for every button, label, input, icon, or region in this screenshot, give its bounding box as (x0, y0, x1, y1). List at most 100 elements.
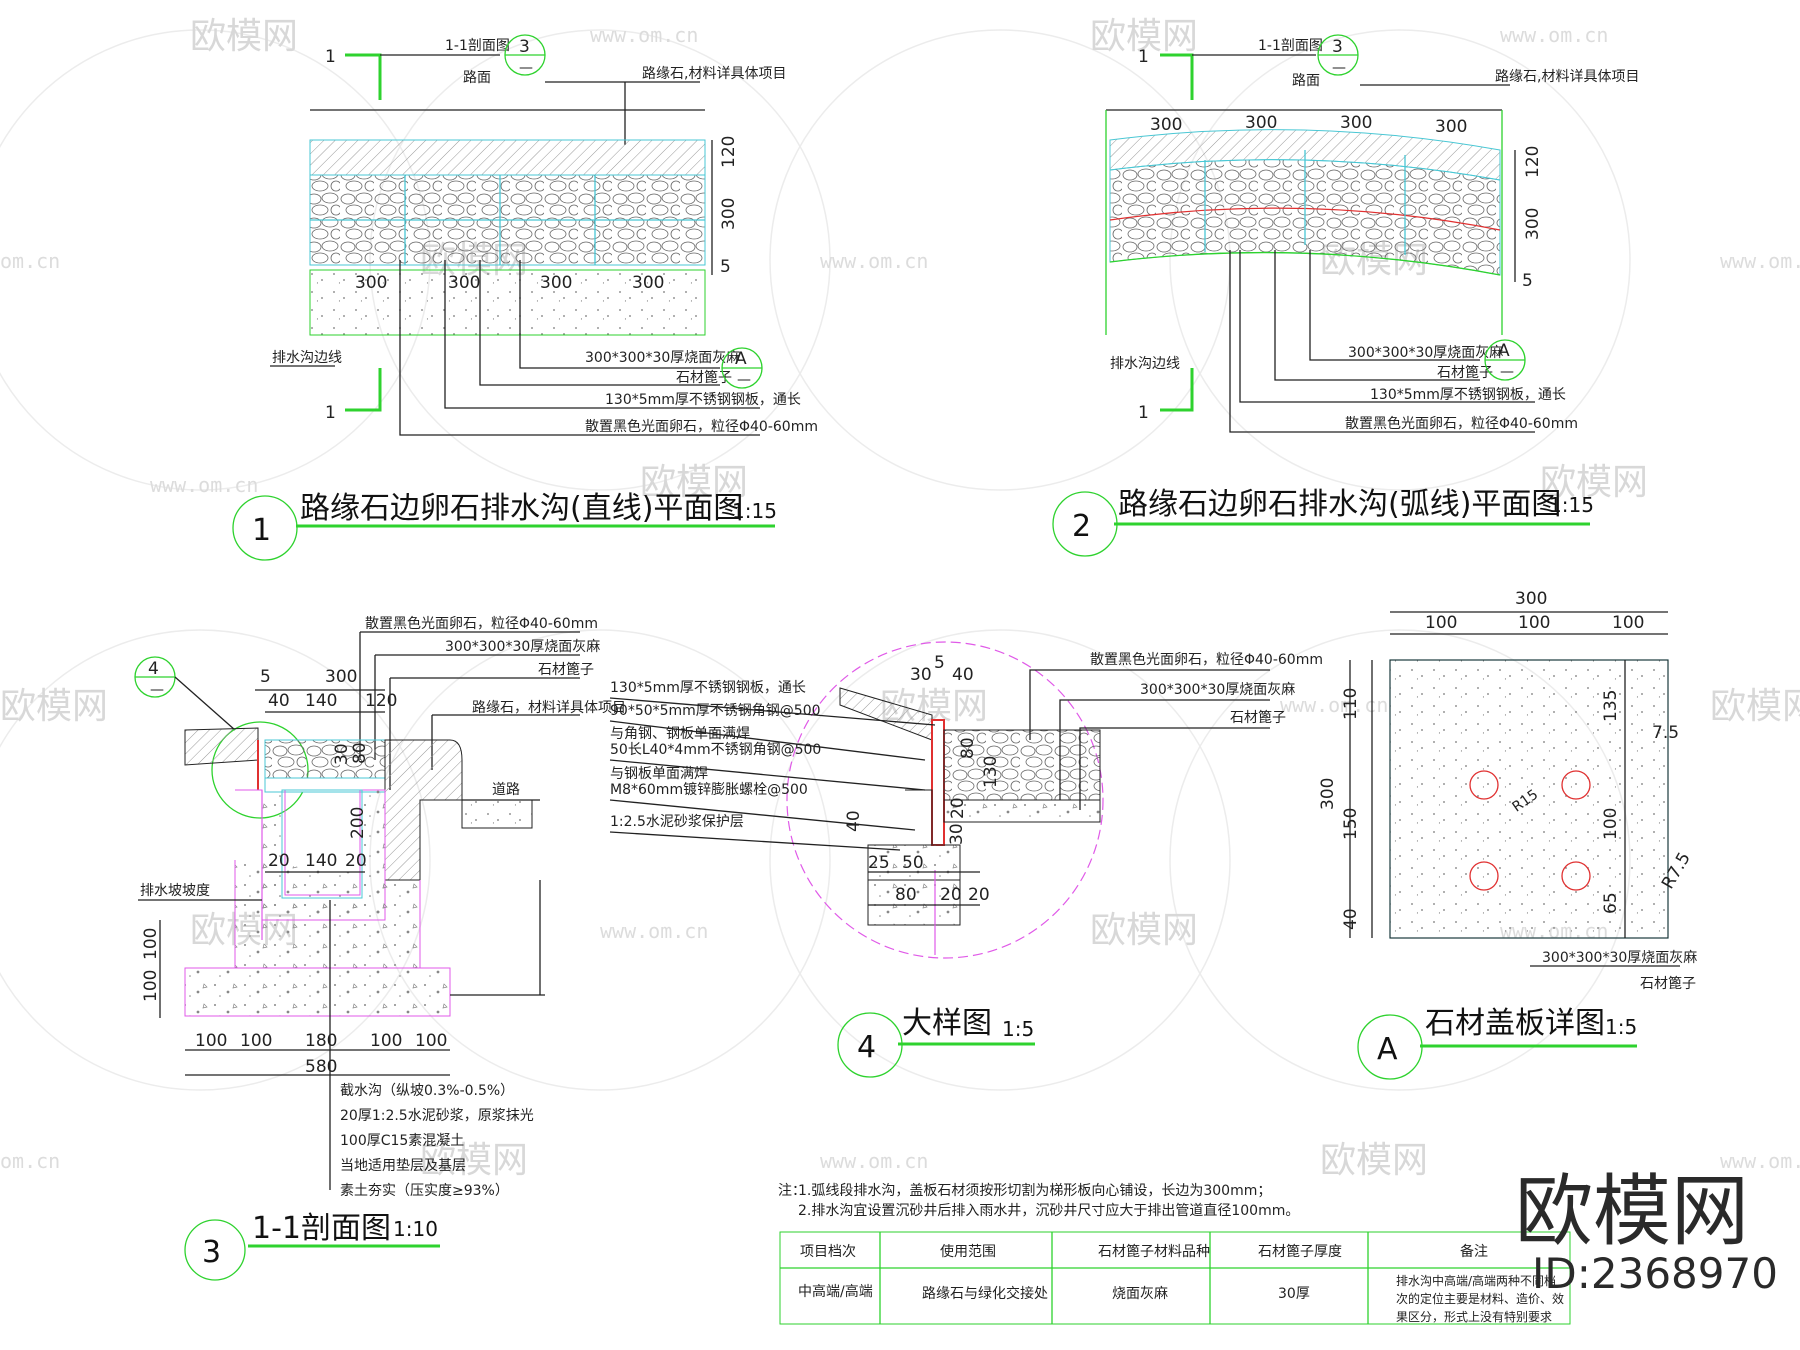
dim-100: 100 (415, 1031, 447, 1051)
watermark-brand: 欧模网 (1090, 16, 1198, 57)
watermark-brand: 欧模网 (1710, 686, 1800, 727)
callout-steel-plate: 130*5mm厚不锈钢钢板，通长 (1370, 387, 1566, 403)
dim-130: 130 (981, 756, 1001, 788)
dim-120: 120 (1523, 146, 1543, 178)
callout-pebbles: 散置黑色光面卵石，粒径Φ40-60mm (365, 615, 598, 632)
dim-30: 30 (910, 665, 932, 685)
dim-300: 300 (355, 273, 387, 293)
drawing-number: 4 (857, 1030, 876, 1065)
callout-pebbles: 散置黑色光面卵石，粒径Φ40-60mm (1090, 651, 1323, 668)
layer-mortar: 20厚1:2.5水泥砂浆，原浆抹光 (340, 1108, 534, 1124)
table-cell: 路缘石与绿化交接处 (922, 1285, 1048, 1302)
dim-40: 40 (1341, 908, 1361, 930)
watermark-url: www.om.cn (590, 23, 698, 47)
dim-100: 100 (1518, 613, 1550, 633)
watermark-url: www.om.cn (820, 1149, 928, 1173)
callout-pebbles: 散置黑色光面卵石，粒径Φ40-60mm (585, 418, 818, 435)
dim-300: 300 (540, 273, 572, 293)
callout-steel-plate: 130*5mm厚不锈钢钢板，通长 (605, 392, 801, 408)
drawing-title: 大样图 (902, 1006, 992, 1041)
notes: 注： 1.弧线段排水沟，盖板石材须按形切割为梯形板向心铺设，长边为300mm； … (778, 1182, 1299, 1219)
watermark-brand: 欧模网 (420, 1140, 528, 1181)
layer-channel: 截水沟（纵坡0.3%-0.5%） (340, 1083, 514, 1099)
dim-140: 140 (305, 851, 337, 871)
dim-100: 100 (1601, 808, 1621, 840)
drawing-scale: 1:10 (393, 1217, 438, 1241)
callout-grate: 石材篦子 (1640, 976, 1696, 992)
section-mark-bottom: 1 (325, 403, 336, 423)
drawing-title: 1-1剖面图 (252, 1211, 391, 1246)
note-line-1: 1.弧线段排水沟，盖板石材须按形切割为梯形板向心铺设，长边为300mm； (798, 1182, 1271, 1199)
dim-100: 100 (1425, 613, 1457, 633)
dim-5: 5 (720, 257, 731, 277)
dim-300: 300 (1523, 208, 1543, 240)
dim-40: 40 (268, 691, 290, 711)
dim-120: 120 (365, 691, 397, 711)
drawing-scale: 1:15 (1549, 493, 1594, 517)
callout-grate: 石材篦子 (1437, 365, 1493, 381)
dim-20: 20 (345, 851, 367, 871)
curb-label: 路缘石,材料详具体项目 (642, 66, 786, 82)
dim-300: 300 (1318, 778, 1338, 810)
dim-120: 120 (719, 136, 739, 168)
table-header: 石材篦子材料品种 (1098, 1244, 1210, 1260)
dim-25: 25 (868, 853, 890, 873)
watermark-brand: 欧模网 (0, 686, 108, 727)
drawing-number: 2 (1072, 509, 1091, 544)
callout-cover: 300*300*30厚烧面灰麻 (1348, 345, 1503, 361)
dim-20: 20 (948, 797, 968, 819)
layer-base: 当地适用垫层及基层 (340, 1157, 466, 1174)
detail-ref-sub: — (150, 682, 164, 698)
notes-prefix: 注： (778, 1183, 806, 1199)
drawing-title: 路缘石边卵石排水沟(直线)平面图 (300, 491, 743, 526)
dim-100: 100 (370, 1031, 402, 1051)
watermark-url: www.om.cn (1280, 693, 1388, 717)
drawing-number: 3 (202, 1235, 221, 1270)
section-ref-number: 3 (519, 37, 530, 57)
dim-200: 200 (348, 807, 368, 839)
table-header: 石材篦子厚度 (1258, 1244, 1342, 1260)
brand-mark: 欧模网 ID:2368970 (1515, 1167, 1778, 1298)
dim-5: 5 (1522, 271, 1533, 291)
spec-table: 项目档次 使用范围 石材篦子材料品种 石材篦子厚度 备注 中高端/高端 路缘石与… (779, 1231, 1571, 1325)
drawing-scale: 1:5 (1605, 1015, 1637, 1039)
callout-mortar: 1:2.5水泥砂浆保护层 (610, 814, 744, 830)
section-mark-top: 1 (1138, 47, 1149, 67)
callout-cover: 300*300*30厚烧面灰麻 (445, 639, 600, 655)
table-cell-remark: 排水沟中高端/高端两种不同档次的定位主要是材料、造价、效果区分，形式上没有特别要… (1396, 1274, 1565, 1324)
watermark-url: www.om.cn (600, 919, 708, 943)
dim-5: 5 (260, 667, 271, 687)
brand-id: ID:2368970 (1532, 1249, 1778, 1298)
curb-label: 路缘石,材料详具体项目 (1495, 69, 1639, 85)
brand-name: 欧模网 (1515, 1167, 1749, 1257)
dim-300: 300 (1515, 589, 1547, 609)
section-mark-top: 1 (325, 47, 336, 67)
road-label: 道路 (492, 782, 520, 798)
watermark-brand: 欧模网 (640, 462, 748, 503)
drawing-number: A (1377, 1032, 1398, 1067)
watermark-url: www.om.cn (1500, 23, 1608, 47)
drawing-1-plan-straight: 1 1 1-1剖面图 3 — 路面 路缘石,材料详具体项目 300 300 30… (232, 34, 818, 561)
dim-300: 300 (1245, 113, 1277, 133)
road-label: 路面 (463, 70, 491, 86)
dim-65: 65 (1601, 892, 1621, 914)
drawing-2-plan-curved: 1 1 1-1剖面图 3 — 路面 路缘石,材料详具体项目 300 300 30… (1052, 34, 1639, 557)
drawing-title: 路缘石边卵石排水沟(弧线)平面图 (1118, 487, 1561, 522)
table-cell: 中高端/高端 (798, 1283, 873, 1300)
watermark-url: www.om.cn (1720, 249, 1800, 273)
note-line-2: 2.排水沟宜设置沉砂井后排入雨水井，沉砂井尺寸应大于排出管道直径100mm。 (798, 1202, 1299, 1219)
watermark-brand: 欧模网 (1090, 910, 1198, 951)
drawing-a-cover-detail: 300 100 100 100 R15 300 110 150 40 135 7… (1318, 589, 1697, 1080)
watermark-url: www.om.cn (1720, 1149, 1800, 1173)
callout-grate: 石材篦子 (676, 370, 732, 386)
watermark-url: om.cn (0, 249, 60, 273)
dim-300: 300 (1150, 115, 1182, 135)
section-ref-number: 3 (1332, 37, 1343, 57)
dim-300: 300 (448, 273, 480, 293)
dim-300: 300 (719, 198, 739, 230)
detail-ref-sub: — (737, 372, 751, 388)
table-cell: 30厚 (1278, 1286, 1310, 1302)
callout-cover: 300*300*30厚烧面灰麻 (585, 350, 740, 366)
dim-5: 5 (934, 653, 945, 673)
callout-angle: 90*50*5mm厚不锈钢角钢@500 (610, 703, 821, 719)
